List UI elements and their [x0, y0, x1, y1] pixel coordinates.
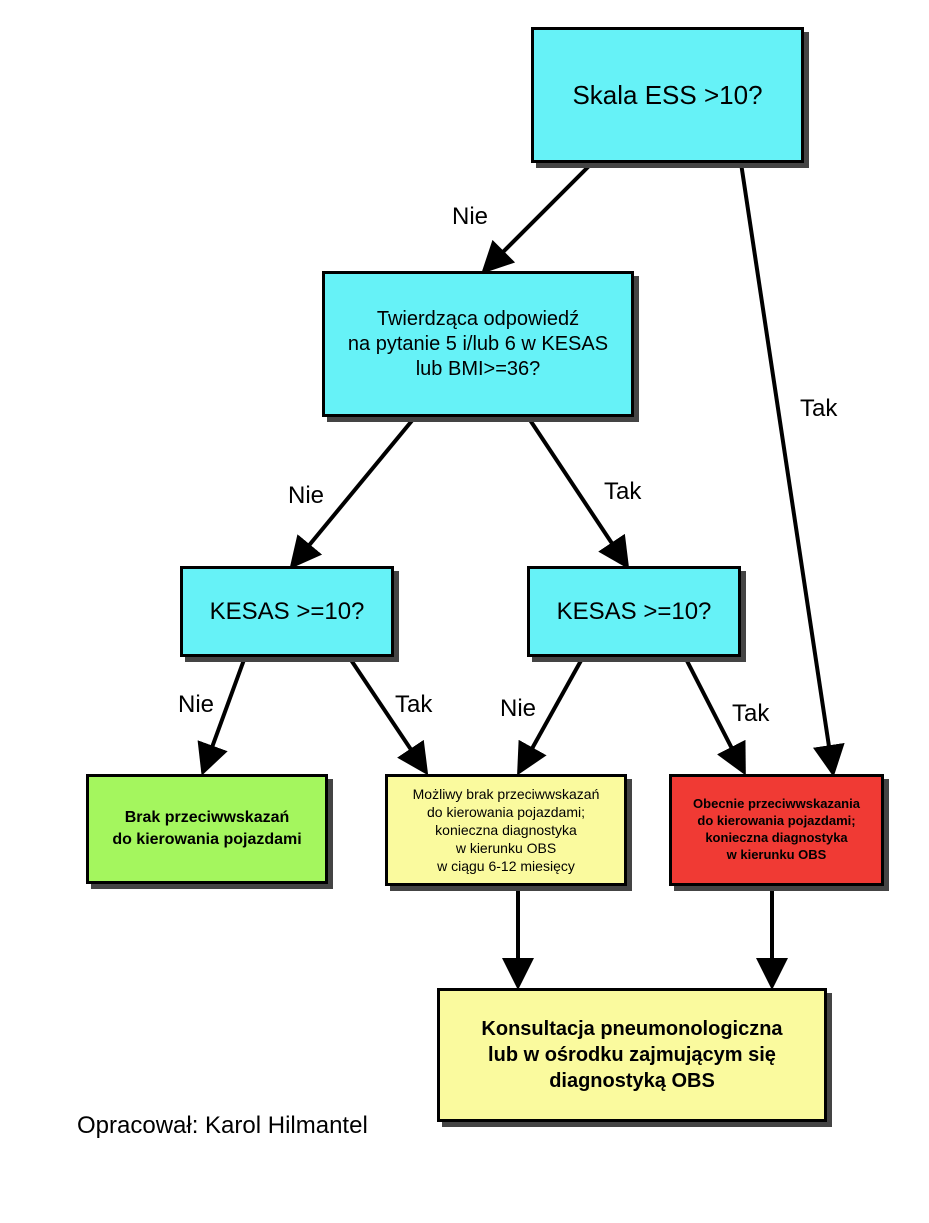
- edge-kesas-right-to-obecnie: [683, 656, 746, 776]
- node-kesas-bmi-question: Twierdząca odpowiedź na pytanie 5 i/lub …: [322, 271, 634, 417]
- edge-kesas-left-to-brak: [197, 656, 247, 776]
- node-kesas-right-question: KESAS >=10?: [527, 566, 741, 657]
- node-brak-przeciwwskazan: Brak przeciwwskazań do kierowania pojazd…: [86, 774, 328, 884]
- edge-label-kesas-left-yes: Tak: [395, 691, 433, 718]
- edge-label-kesas-right-no: Nie: [500, 695, 537, 722]
- node-ess-question: Skala ESS >10?: [531, 27, 804, 163]
- edge-label-ess-no: Nie: [452, 203, 489, 230]
- edge-label-kesas-right-yes: Tak: [732, 700, 770, 727]
- edge-label-kesas-left-no: Nie: [178, 691, 215, 718]
- edge-label-q2-yes: Tak: [604, 478, 642, 505]
- edge-label-q2-no: Nie: [288, 482, 325, 509]
- edge-kesas-right-to-mozliwy: [517, 656, 585, 776]
- edge-q2-to-kesas-left: [289, 415, 417, 570]
- edge-q2-to-kesas-right: [526, 415, 630, 570]
- edge-ess-to-obecnie: [739, 162, 845, 777]
- node-konsultacja: Konsultacja pneumonologiczna lub w ośrod…: [437, 988, 827, 1122]
- edge-ess-to-q2: [481, 161, 594, 274]
- node-obecnie-przeciwwskazania: Obecnie przeciwwskazania do kierowania p…: [669, 774, 884, 886]
- node-kesas-left-question: KESAS >=10?: [180, 566, 394, 657]
- edge-kesas-left-to-mozliwy: [347, 655, 429, 776]
- edge-label-ess-yes: Tak: [800, 395, 838, 422]
- author-credit: Opracował: Karol Hilmantel: [77, 1112, 368, 1139]
- node-mozliwy-brak: Możliwy brak przeciwwskazań do kierowani…: [385, 774, 627, 886]
